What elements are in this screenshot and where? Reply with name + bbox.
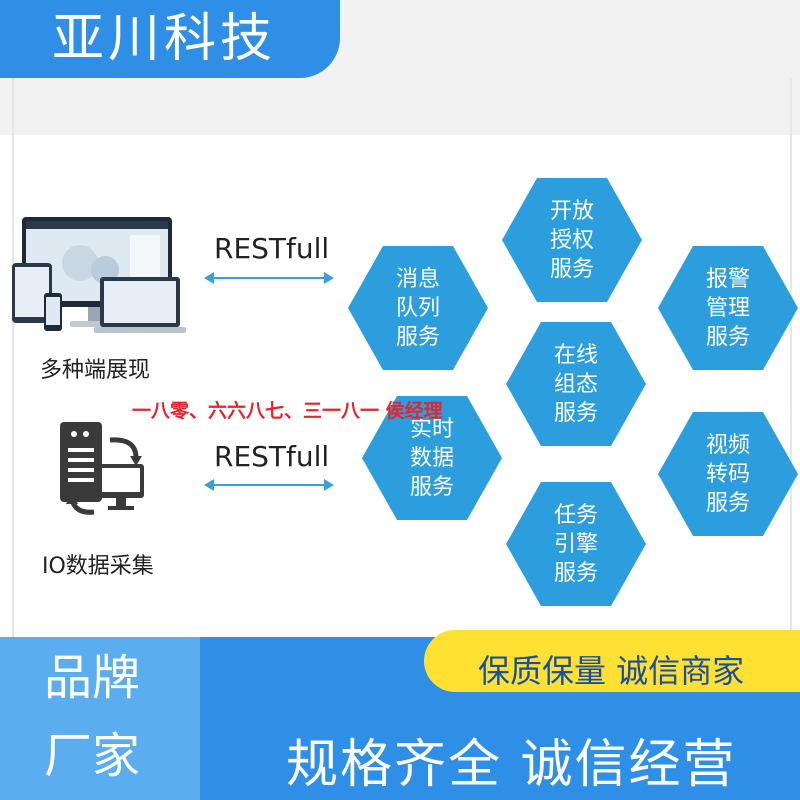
service-label: 开放 授权 服务 [549,198,594,282]
brand-tab: 亚川科技 [0,0,340,78]
service-label: 报警 管理 服务 [705,266,750,350]
devices-label: 多种端展现 [40,358,151,383]
service-label: 消息 队列 服务 [395,266,440,350]
contact-info: 一八零、六六八七、三一八一 侯经理 [132,400,443,422]
multi-device-icon [12,217,186,333]
double-arrow-icon [204,479,334,491]
service-hex-message-queue: 消息 队列 服务 [348,246,488,370]
service-label: 视频 转码 服务 [705,432,750,516]
double-arrow-icon [204,272,334,284]
quality-text: 保质保量 诚信商家 [478,652,745,690]
rest-label-bottom: RESTfull [214,440,330,473]
brand-line-2: 厂家 [44,728,141,784]
service-label: 实时 数据 服务 [409,416,454,500]
brand-factory-block [0,637,200,800]
brand-line-1: 品牌 [44,650,141,706]
footer-slogan: 规格齐全 诚信经营 [286,735,737,795]
rest-label-top: RESTfull [214,232,330,265]
server-sync-icon [60,422,144,515]
service-label: 在线 组态 服务 [553,342,598,426]
service-hex-realtime-data: 实时 数据 服务 [362,396,502,520]
diagram-frame [12,78,792,638]
quality-banner [424,630,800,692]
brand-name: 亚川科技 [52,9,277,69]
service-label: 任务 引擎 服务 [553,502,598,586]
io-label: IO数据采集 [42,554,154,579]
